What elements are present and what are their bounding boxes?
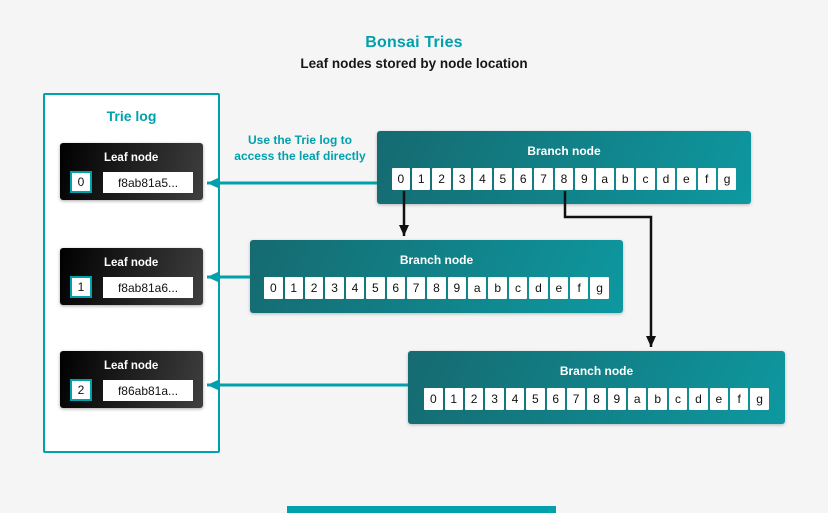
branch-cell-g: g [590,277,609,299]
branch-cell-g: g [717,168,737,190]
branch-cell-d: d [656,168,676,190]
branch-cell-4: 4 [473,168,492,190]
branch-node-label: Branch node [527,144,601,158]
branch-node-label: Branch node [399,253,474,267]
branch-cell-6: 6 [386,277,405,299]
branch-node-label: Branch node [559,364,634,378]
branch-cell-7: 7 [406,277,426,299]
branch-cell-1: 1 [412,168,431,190]
branch-cell-8: 8 [427,277,446,299]
branch-cell-9: 9 [447,277,467,299]
branch-cell-2: 2 [464,388,484,410]
branch-cell-d: d [689,388,708,410]
branch-cell-0: 0 [391,168,411,190]
annotation-line-2: access the leaf directly [234,148,366,163]
branch-cell-f: f [730,388,749,410]
leaf-index-box: 1 [70,276,92,298]
leaf-node-card-2: Leaf node 2 f86ab81a... [60,351,203,408]
leaf-hash-value: f8ab81a6... [103,277,193,298]
branch-cell-b: b [648,388,667,410]
branch-cell-4: 4 [505,388,525,410]
branch-cell-8: 8 [587,388,606,410]
diagram-subtitle: Leaf nodes stored by node location [300,56,528,71]
branch-cell-a: a [468,277,487,299]
branch-cell-5: 5 [526,388,545,410]
branch-cell-g: g [750,388,769,410]
branch-cell-e: e [709,388,729,410]
leaf-node-label: Leaf node [104,152,159,164]
branch-cell-8: 8 [554,168,574,190]
branch-cell-1: 1 [444,388,463,410]
leaf-hash-value: f8ab81a5... [103,172,193,193]
trie-log-title: Trie log [106,108,157,124]
diagram-title: Bonsai Tries [365,34,463,51]
leaf-hash-value: f86ab81a... [103,380,193,401]
branch-cell-b: b [615,168,635,190]
leaf-index-box: 0 [70,171,92,193]
branch-cell-0: 0 [264,277,283,299]
branch-cell-9: 9 [607,388,627,410]
branch-cell-d: d [529,277,548,299]
branch-cell-a: a [595,168,614,190]
branch-cell-b: b [488,277,507,299]
branch-cell-3: 3 [452,168,472,190]
leaf-index-box: 2 [70,379,92,401]
leaf-node-card-1: Leaf node 1 f8ab81a6... [60,248,203,305]
leaf-node-card-0: Leaf node 0 f8ab81a5... [60,143,203,200]
branch-cell-6: 6 [546,388,565,410]
branch-cell-2: 2 [432,168,451,190]
header: Bonsai Tries Leaf nodes stored by node l… [0,34,828,71]
branch-cell-7: 7 [566,388,586,410]
branch-cell-c: c [636,168,655,190]
branch-cell-9: 9 [575,168,594,190]
branch-cell-2: 2 [304,277,324,299]
branch-cell-0: 0 [424,388,443,410]
trie-log-annotation: Use the Trie log to access the leaf dire… [222,133,378,164]
branch-cell-f: f [697,168,716,190]
branch-cell-c: c [668,388,688,410]
branch-cell-4: 4 [345,277,365,299]
branch-cell-e: e [677,168,696,190]
annotation-line-1: Use the Trie log to [247,133,352,147]
branch-cell-3: 3 [325,277,344,299]
branch-cell-6: 6 [514,168,533,190]
branch-cell-5: 5 [493,168,513,190]
branch-cell-5: 5 [366,277,385,299]
branch-cell-e: e [549,277,569,299]
branch-cell-a: a [628,388,647,410]
branch-cell-f: f [570,277,589,299]
branch-cell-3: 3 [485,388,504,410]
branch-cell-1: 1 [284,277,303,299]
leaf-node-label: Leaf node [104,360,159,372]
branch-cell-c: c [508,277,528,299]
footer-accent-bar [287,506,556,513]
leaf-node-label: Leaf node [104,257,159,269]
branch-cell-7: 7 [534,168,553,190]
